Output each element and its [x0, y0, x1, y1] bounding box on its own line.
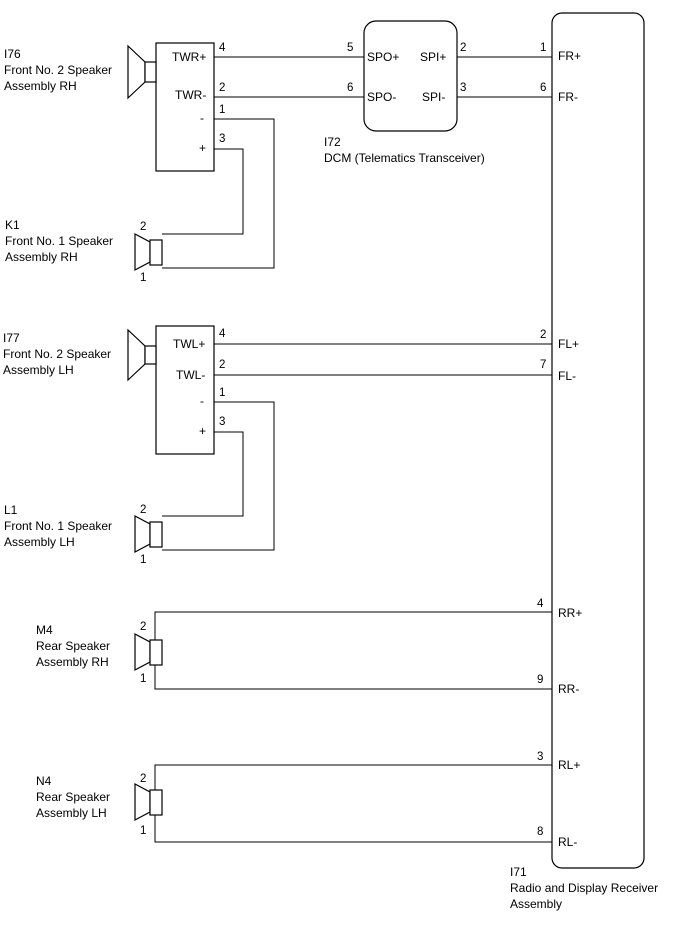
receiver-terminal-fl-neg: FL-	[558, 369, 576, 383]
wire-i77-plus-l1-2	[162, 431, 244, 517]
pin-i76-neg: 2	[219, 82, 225, 94]
k1-name-line1: Front No. 1 Speaker	[5, 234, 113, 248]
pin-m4-top: 2	[140, 621, 146, 633]
dcm-spi-pos-terminal: SPI+	[420, 50, 446, 64]
i77-term-minus: -	[200, 394, 204, 408]
pin-dcm-spi-neg: 3	[460, 82, 466, 94]
m4-name-line2: Assembly RH	[36, 655, 109, 669]
receiver-terminal-rl-neg: RL-	[558, 835, 577, 849]
dcm-name: DCM (Telematics Transceiver)	[324, 151, 485, 165]
i77-speaker-magnet-icon	[144, 345, 157, 365]
receiver-pin-rr-pos: 4	[537, 598, 544, 610]
wire-i77-minus-l1-1	[162, 401, 275, 551]
i77-speaker-icon	[127, 328, 146, 382]
receiver-pin-fr-neg: 6	[540, 82, 546, 94]
receiver-pin-rr-neg: 9	[537, 674, 543, 686]
i76-name-line2: Assembly RH	[4, 79, 77, 93]
radio-receiver-name-line2: Assembly	[510, 897, 562, 911]
pin-k1-top: 2	[140, 221, 146, 233]
m4-name-line1: Rear Speaker	[36, 639, 110, 653]
l1-speaker-magnet-icon	[149, 521, 163, 548]
receiver-terminal-fr-neg: FR-	[558, 90, 578, 104]
pin-i77-pos: 4	[219, 328, 226, 340]
m4-speaker-magnet-icon	[149, 639, 163, 666]
radio-receiver-id: I71	[510, 865, 527, 879]
pin-n4-top: 2	[140, 773, 146, 785]
radio-receiver-box	[551, 12, 645, 869]
i77-name-line2: Assembly LH	[3, 363, 74, 377]
dcm-spo-pos-terminal: SPO+	[367, 50, 399, 64]
i76-term-pos: TWR+	[172, 50, 206, 64]
wire-m4-2-rr-pos	[154, 611, 552, 641]
i76-speaker-magnet-icon	[144, 61, 157, 83]
n4-name-line2: Assembly LH	[36, 806, 107, 820]
k1-speaker-magnet-icon	[149, 239, 163, 266]
dcm-box	[363, 20, 458, 132]
l1-id: L1	[4, 503, 18, 517]
pin-dcm-spo-pos: 5	[347, 42, 353, 54]
pin-l1-top: 2	[140, 504, 146, 516]
receiver-pin-fl-pos: 2	[540, 329, 546, 341]
pin-dcm-spi-pos: 2	[460, 42, 466, 54]
i76-id: I76	[4, 47, 21, 61]
pin-i77-neg: 2	[219, 359, 225, 371]
pin-m4-bottom: 1	[140, 673, 146, 685]
dcm-id: I72	[324, 135, 341, 149]
i77-id: I77	[3, 331, 20, 345]
wire-m4-1-rr-neg	[154, 664, 552, 690]
pin-i76-pos: 4	[219, 42, 226, 54]
radio-receiver-name-line1: Radio and Display Receiver	[510, 881, 658, 895]
receiver-pin-rl-neg: 8	[537, 826, 543, 838]
i76-term-neg: TWR-	[175, 88, 206, 102]
pin-k1-bottom: 1	[140, 272, 146, 284]
pin-numbers: 4 2 1 3 5 6 2 3 2 1 4 2 1 3 2 1 2 1 2 1	[140, 42, 466, 837]
pin-i76-plus: 3	[219, 133, 225, 145]
i76-term-minus: -	[200, 111, 204, 125]
m4-id: M4	[36, 623, 53, 637]
l1-name-line2: Assembly LH	[4, 535, 75, 549]
l1-speaker-icon	[134, 515, 151, 553]
dcm-spi-neg-terminal: SPI-	[422, 90, 445, 104]
l1-name-line1: Front No. 1 Speaker	[4, 519, 112, 533]
i76-speaker-icon	[127, 44, 146, 100]
wires	[154, 56, 552, 843]
wire-i76-minus-k1-1	[162, 118, 275, 269]
i76-term-plus: +	[199, 141, 206, 155]
wire-i76-plus-k1-2	[162, 148, 244, 235]
i76-box	[155, 42, 215, 172]
i77-box	[155, 325, 215, 455]
pin-n4-bottom: 1	[140, 825, 146, 837]
dcm-spo-neg-terminal: SPO-	[367, 90, 396, 104]
i77-term-neg: TWL-	[176, 368, 205, 382]
wire-n4-1-rl-neg	[154, 814, 552, 843]
receiver-terminal-fl-pos: FL+	[558, 337, 579, 351]
k1-name-line2: Assembly RH	[5, 250, 78, 264]
receiver-pin-fl-neg: 7	[540, 359, 546, 371]
i77-name-line1: Front No. 2 Speaker	[3, 347, 111, 361]
receiver-terminal-rl-pos: RL+	[558, 758, 580, 772]
i77-term-plus: +	[199, 424, 206, 438]
receiver-pin-rl-pos: 3	[537, 751, 543, 763]
receiver-terminal-rr-pos: RR+	[558, 606, 582, 620]
receiver-terminals: 1 FR+ 6 FR- 2 FL+ 7 FL- 4 RR+ 9 RR- 3 RL…	[537, 42, 582, 849]
pin-i77-plus: 3	[219, 416, 225, 428]
m4-speaker-icon	[134, 633, 151, 671]
pin-dcm-spo-neg: 6	[347, 82, 353, 94]
n4-speaker-icon	[134, 783, 151, 821]
receiver-terminal-rr-neg: RR-	[558, 682, 579, 696]
pin-l1-bottom: 1	[140, 554, 146, 566]
k1-id: K1	[5, 218, 20, 232]
receiver-pin-fr-pos: 1	[540, 42, 546, 54]
n4-speaker-magnet-icon	[149, 789, 163, 816]
k1-speaker-icon	[134, 233, 151, 271]
wire-n4-2-rl-pos	[154, 764, 552, 791]
receiver-terminal-fr-pos: FR+	[558, 49, 581, 63]
n4-name-line1: Rear Speaker	[36, 790, 110, 804]
i76-name-line1: Front No. 2 Speaker	[4, 63, 112, 77]
pin-i76-minus: 1	[219, 104, 225, 116]
i77-term-pos: TWL+	[173, 337, 205, 351]
n4-id: N4	[36, 774, 52, 788]
pin-i77-minus: 1	[219, 387, 225, 399]
